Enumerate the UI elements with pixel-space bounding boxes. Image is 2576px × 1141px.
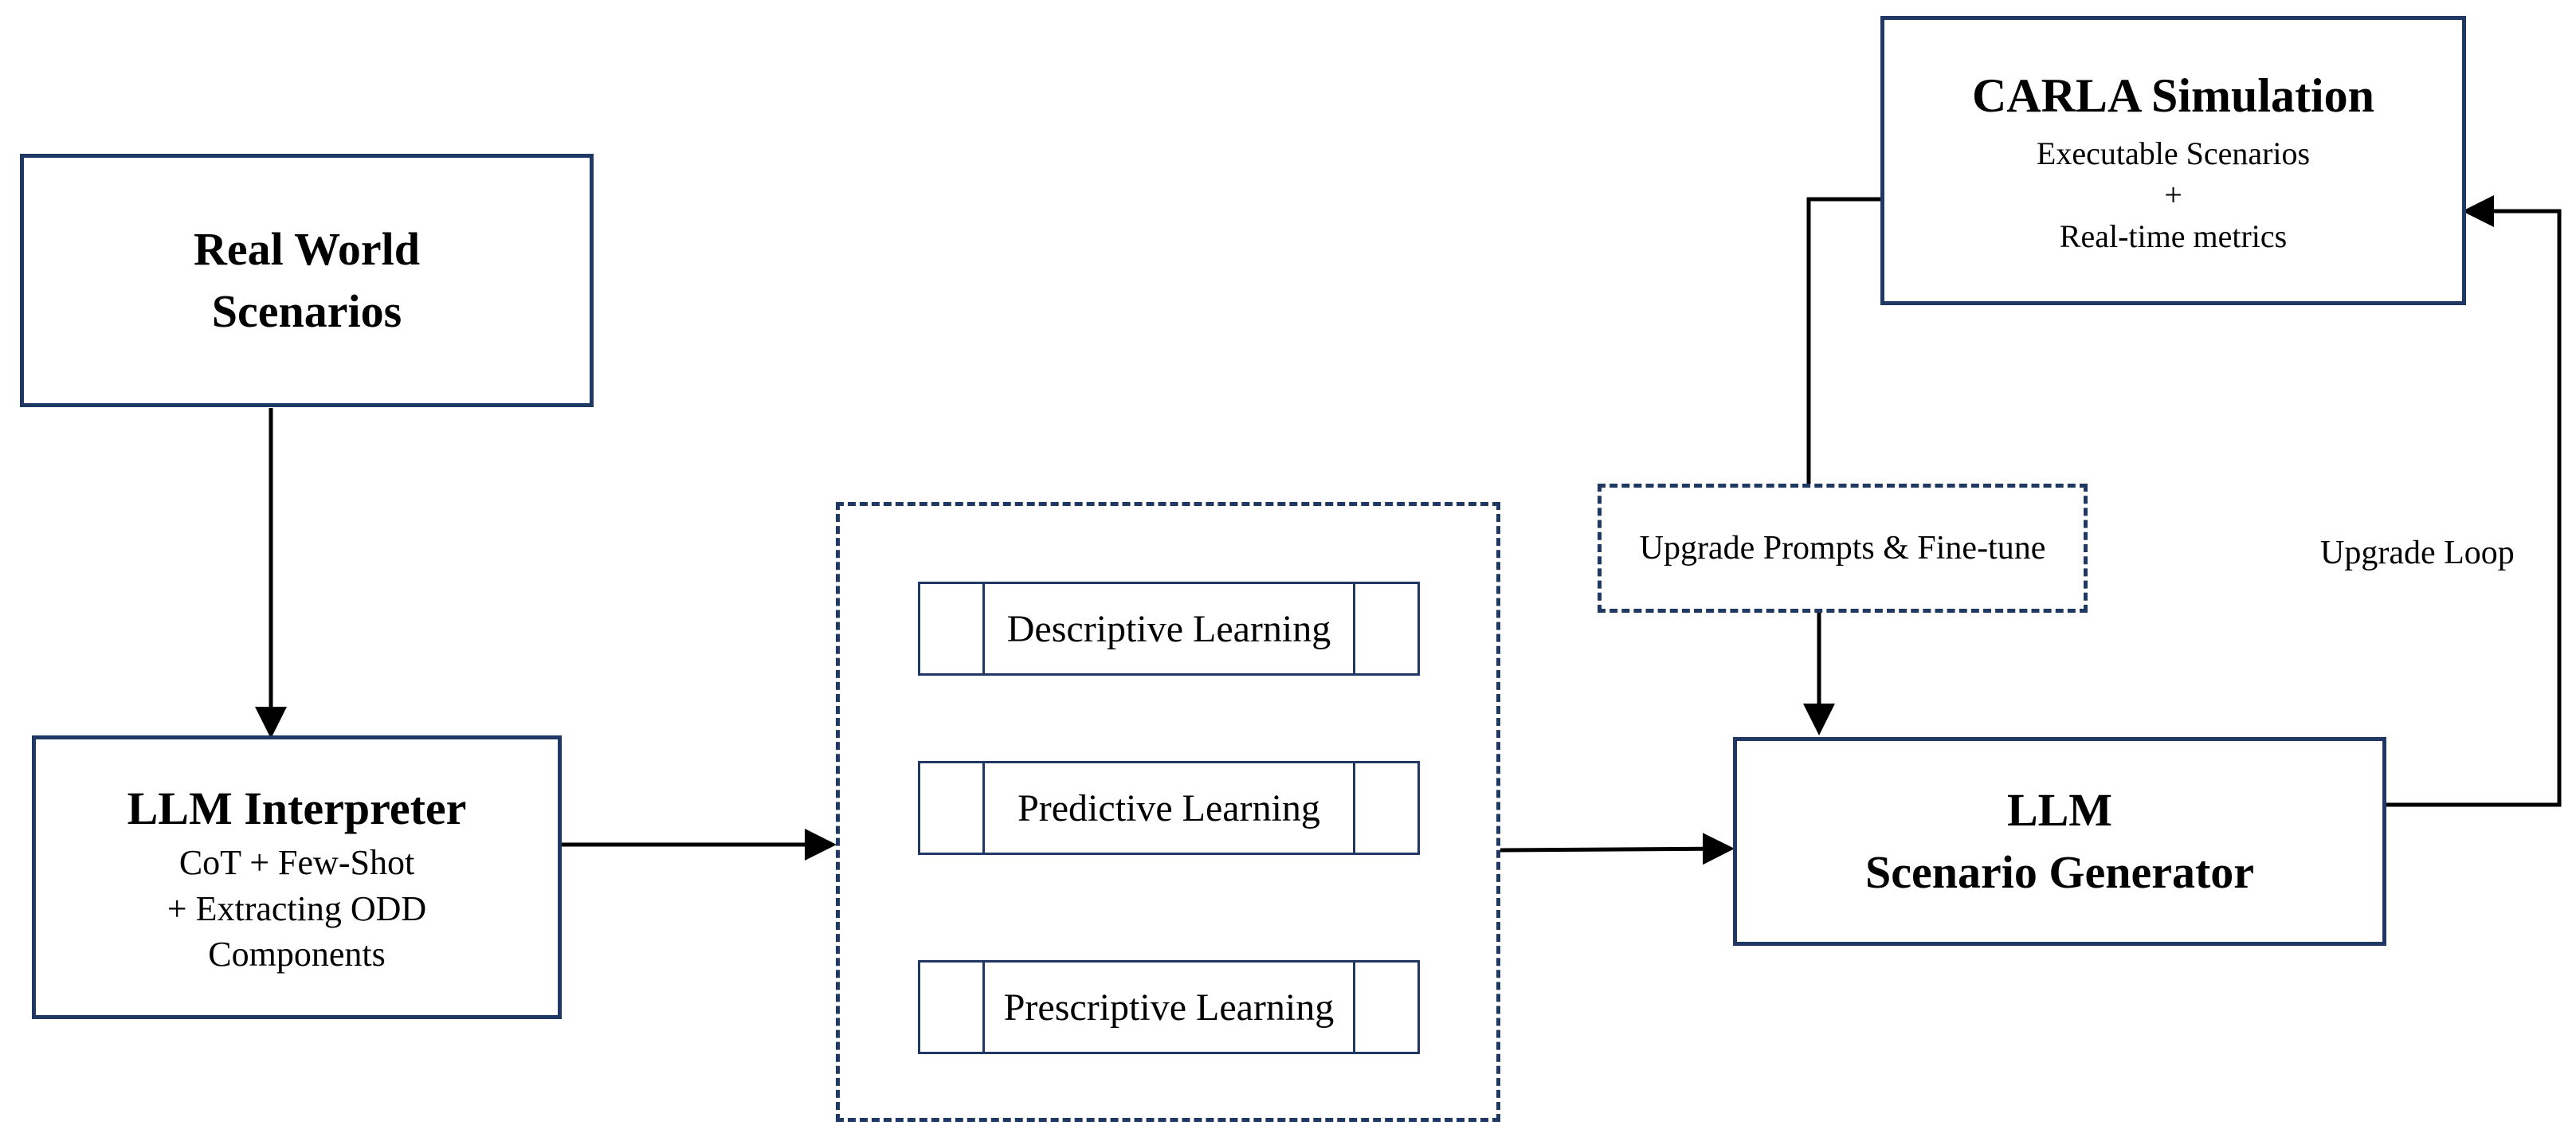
descriptive-learning-label: Descriptive Learning [1006,607,1331,650]
descriptive-learning-box: Descriptive Learning [918,582,1420,676]
generator-line1: LLM [2006,783,2113,836]
predictive-learning-label: Predictive Learning [1017,786,1320,829]
carla-line1: Executable Scenarios [2036,135,2311,171]
carla-simulation-box: CARLA Simulation Executable Scenarios + … [1880,16,2466,305]
carla-line2: + [2164,177,2182,213]
arrow-learning-to-generator [1500,833,1735,865]
real-world-scenarios-box: Real World Scenarios [20,154,594,407]
llm-scenario-generator-box: LLM Scenario Generator [1733,737,2386,946]
line-carla-to-upgrade-prompts [1806,197,1880,484]
real-world-line1: Real World [193,222,421,275]
interpreter-line2: + Extracting ODD [167,888,427,928]
arrow-upgrade-loop [2384,195,2562,807]
interpreter-line3: Components [208,934,386,974]
real-world-line2: Scenarios [211,285,402,337]
upgrade-loop-label: Upgrade Loop [2320,535,2515,571]
predictive-learning-box: Predictive Learning [918,761,1420,855]
prescriptive-learning-box: Prescriptive Learning [918,960,1420,1054]
interpreter-title: LLM Interpreter [127,782,467,835]
carla-line3: Real-time metrics [2059,218,2288,254]
llm-interpreter-box: LLM Interpreter CoT + Few-Shot + Extract… [32,735,562,1019]
upgrade-prompts-label: Upgrade Prompts & Fine-tune [1639,529,2046,567]
carla-title: CARLA Simulation [1971,69,2375,122]
upgrade-prompts-box: Upgrade Prompts & Fine-tune [1598,484,2088,613]
generator-line2: Scenario Generator [1864,846,2254,898]
prescriptive-learning-label: Prescriptive Learning [1003,986,1335,1029]
interpreter-line1: CoT + Few-Shot [178,843,415,883]
